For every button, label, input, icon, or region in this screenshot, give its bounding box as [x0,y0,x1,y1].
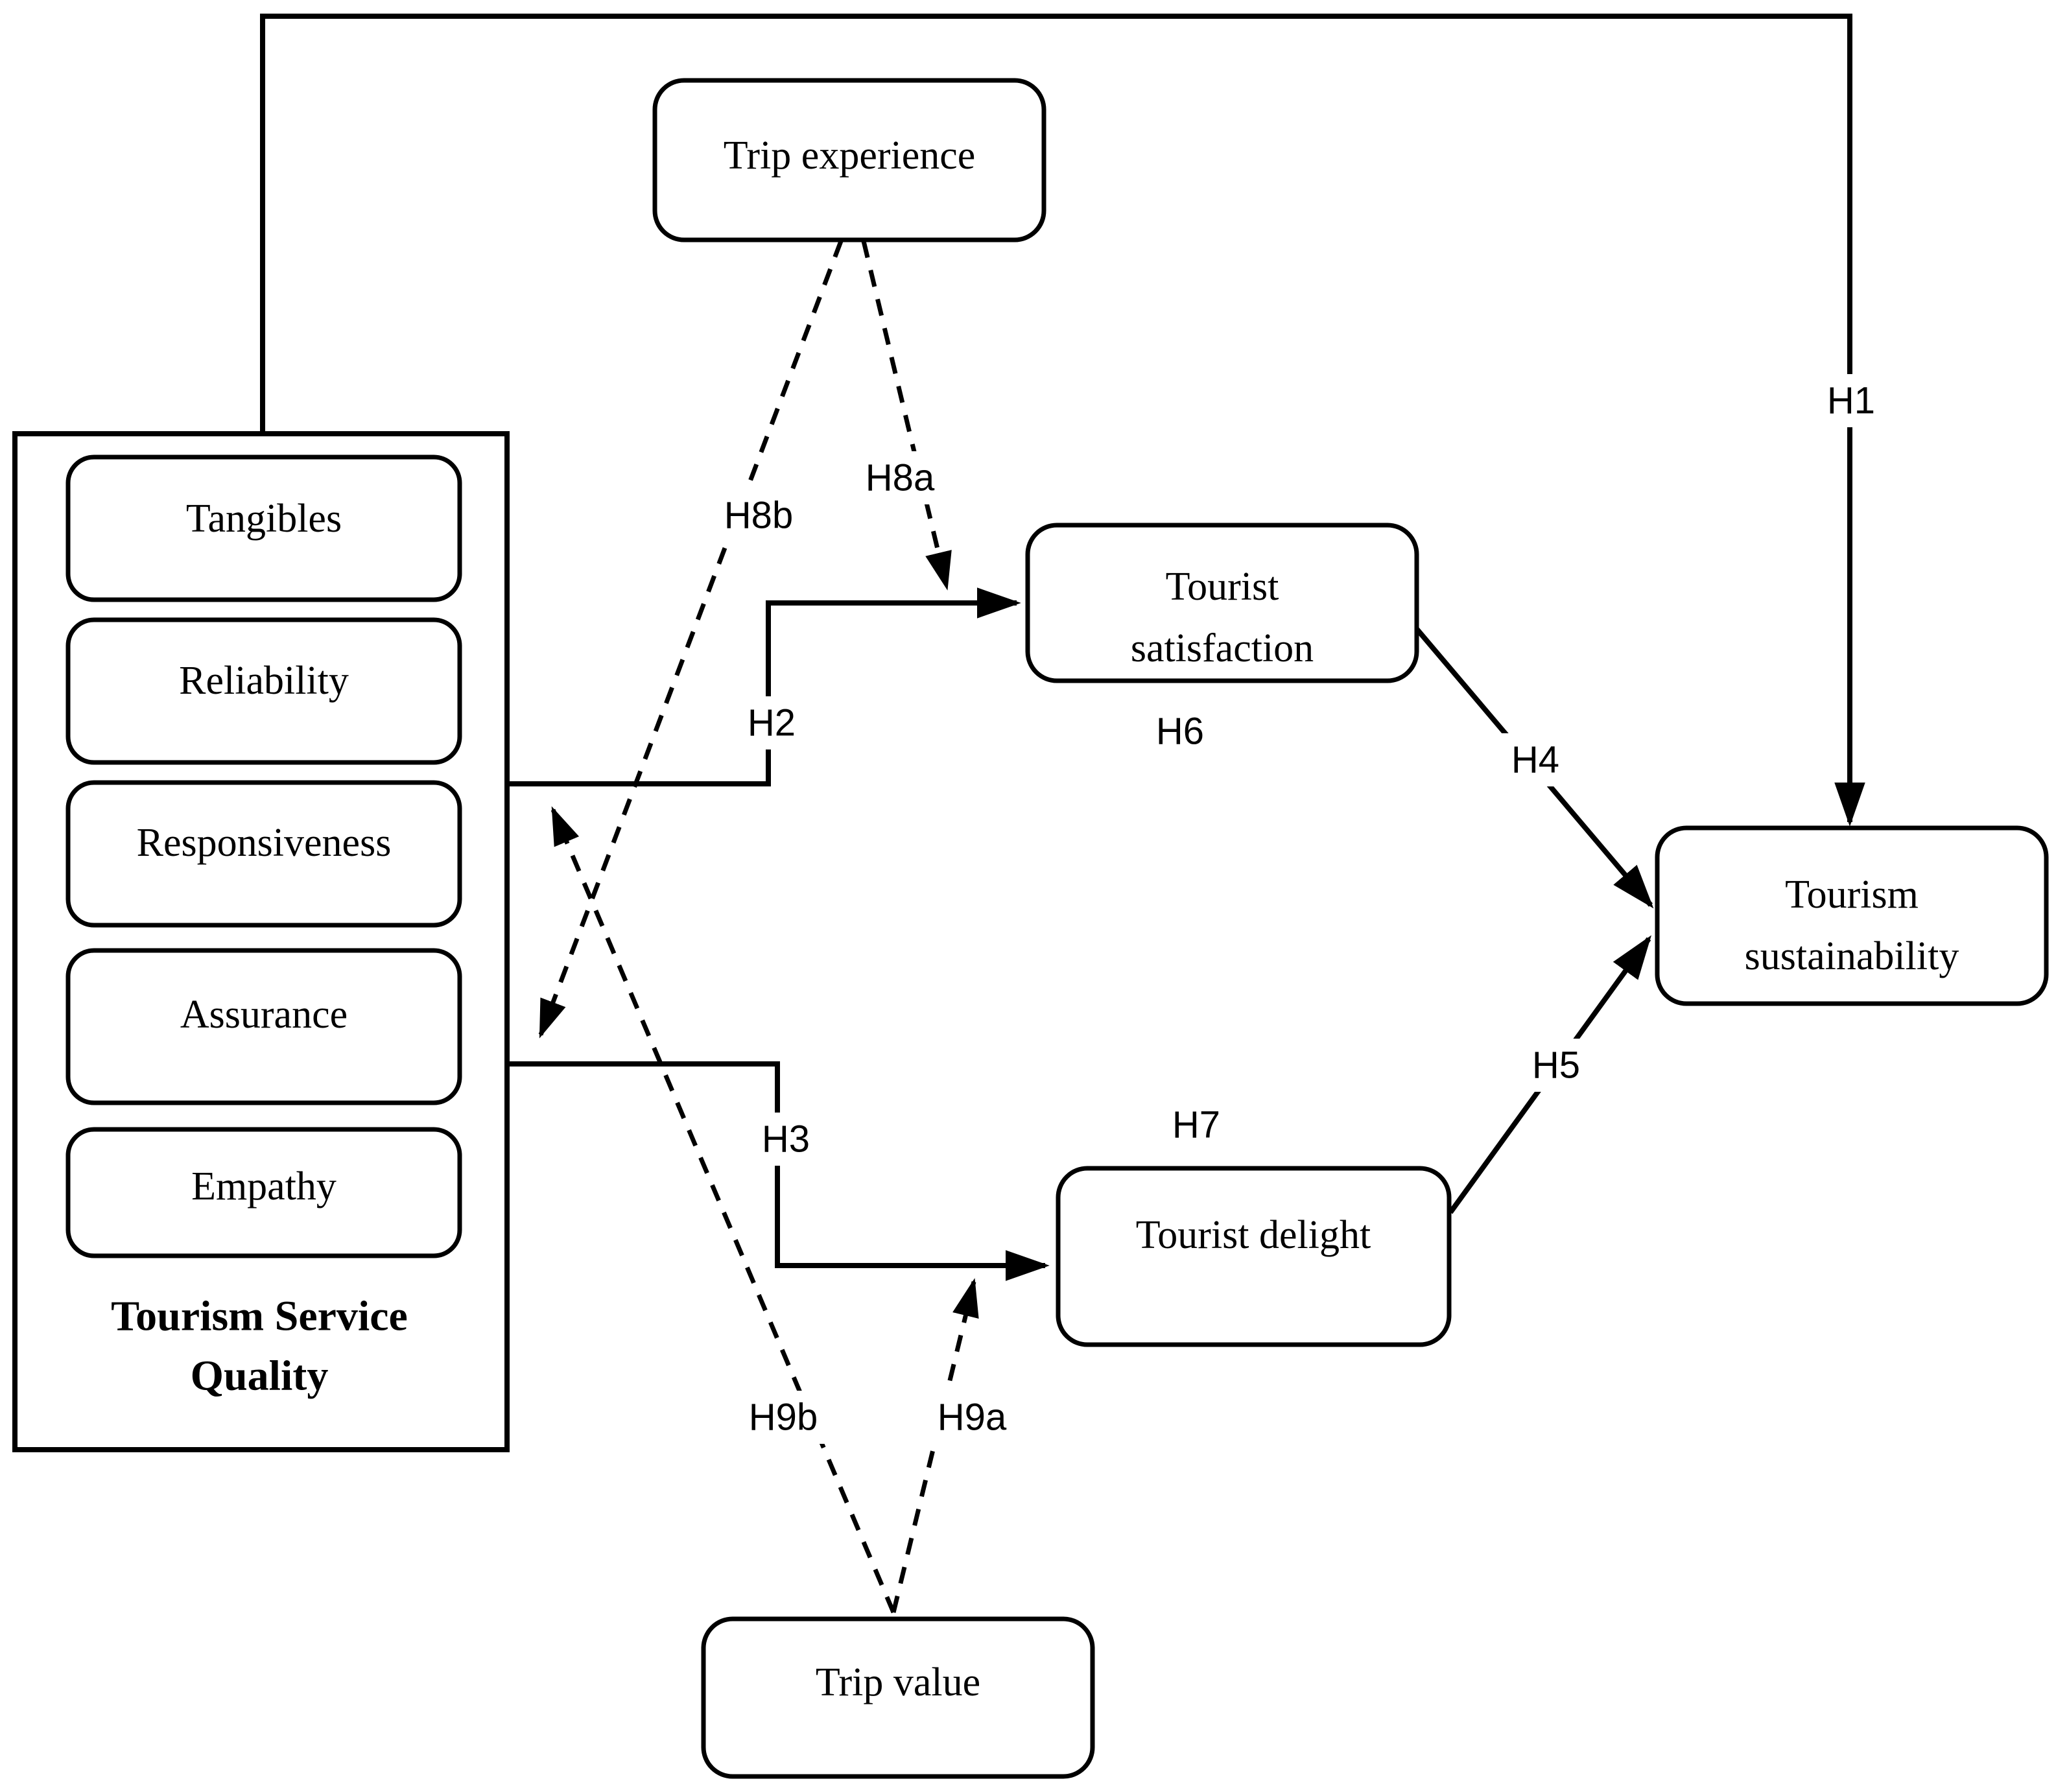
path-h8a-experience-to-h2 [861,241,952,591]
h8a-label-plate [844,451,956,504]
h8b-label: H8b [724,495,793,537]
trip-experience-construct: Trip experience [652,78,1046,242]
empathy-label: Empathy [191,1164,337,1208]
trip-value-label: Trip value [816,1660,980,1704]
empathy-box [65,1127,462,1258]
h1-label: H1 [1827,380,1875,422]
path-h9a-value-to-h3 [891,1278,979,1613]
h7-label: H7 [1172,1104,1220,1146]
h8b-label-plate [703,489,814,542]
reliability-box [65,617,462,765]
tourist-satisfaction-label-line2: satisfaction [1131,626,1314,670]
trip-value-box [701,1616,1095,1779]
trip-experience-label: Trip experience [724,134,976,178]
h2-label-plate [731,696,812,749]
tsq-caption-line2: Quality [191,1352,329,1400]
tsq-caption-line1: Tourism Service [111,1293,408,1340]
tourist-satisfaction-construct: Tourist satisfaction [1025,523,1419,683]
tourism-service-quality-group: Tangibles Reliability Responsiveness Ass… [12,431,510,1452]
tsq-group-box [12,431,510,1452]
h4-label-plate [1493,733,1578,786]
assurance-label: Assurance [180,993,348,1037]
h9b-label-plate [727,1391,839,1444]
h6-label-plate [1137,705,1223,758]
tourism-sustainability-construct: Tourism sustainability [1655,825,2049,1006]
h4-label: H4 [1511,739,1559,781]
responsiveness-box [65,780,462,928]
tourist-satisfaction-box [1025,523,1419,683]
tourist-satisfaction-label-line1: Tourist [1166,565,1279,609]
h3-label-plate [746,1113,826,1166]
path-h2-tsq-to-satisfaction [507,587,1021,786]
h6-label: H6 [1156,711,1204,753]
reliability-label: Reliability [179,659,349,703]
tourism-sustainability-label-line1: Tourism [1785,873,1919,917]
tourism-sustainability-label-line2: sustainability [1745,934,1959,978]
h1-label-plate [1811,374,1891,427]
h5-label: H5 [1532,1044,1580,1087]
h8a-label: H8a [866,457,935,499]
path-h9b-value-to-h2 [550,806,896,1614]
h9a-label: H9a [938,1397,1007,1439]
tourist-delight-label: Tourist delight [1136,1213,1371,1257]
tourist-delight-box [1056,1166,1452,1347]
h7-label-plate [1153,1098,1239,1151]
responsiveness-label: Responsiveness [137,821,392,865]
path-h8b-experience-to-h3 [538,240,844,1039]
h9b-label: H9b [749,1397,818,1439]
trip-value-construct: Trip value [701,1616,1095,1779]
trip-experience-box [652,78,1046,242]
tangibles-box [65,454,462,602]
assurance-box [65,948,462,1105]
h9a-label-plate [916,1391,1028,1444]
h5-label-plate [1513,1039,1599,1092]
tangibles-label: Tangibles [186,497,342,541]
tourist-delight-construct: Tourist delight [1056,1166,1452,1347]
hypothesis-labels: H1 H2 H3 H4 H5 H6 H7 H8a H8b H9a H9b [703,374,1891,1444]
tourism-sustainability-box [1655,825,2049,1006]
h3-label: H3 [762,1118,810,1161]
h2-label: H2 [748,702,796,744]
